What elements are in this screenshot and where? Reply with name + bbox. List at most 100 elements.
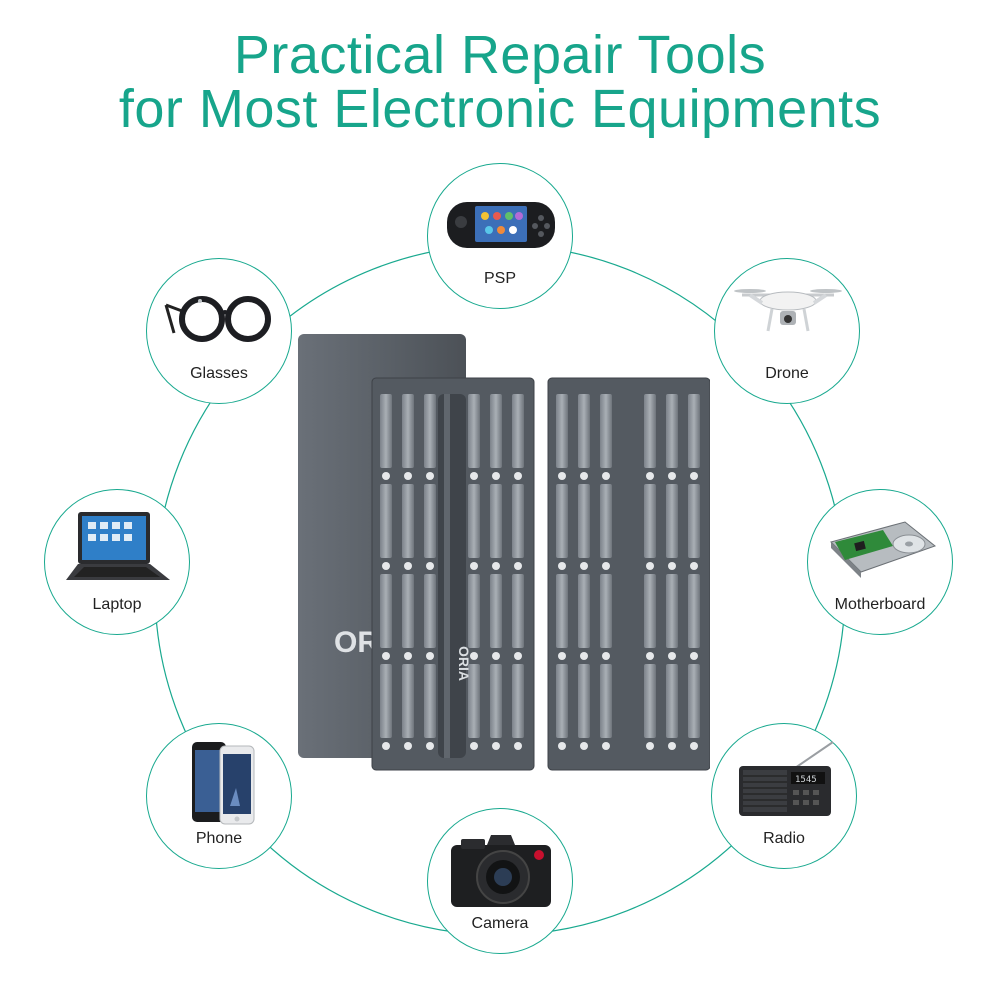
bit-slot-marker — [558, 472, 566, 480]
bit-slot-marker — [514, 742, 522, 750]
device-node-laptop: Laptop — [44, 489, 190, 635]
device-label: Phone — [195, 830, 243, 847]
screwdriver-bit — [556, 574, 568, 648]
bit-slot-marker — [514, 472, 522, 480]
screwdriver-bit — [688, 664, 700, 738]
bit-slot-marker — [580, 742, 588, 750]
bit-slot-marker — [668, 472, 676, 480]
bit-slot-marker — [690, 562, 698, 570]
psp-icon — [447, 202, 555, 248]
bit-slot-marker — [690, 472, 698, 480]
device-label: Laptop — [92, 596, 142, 613]
screwdriver-bit — [402, 664, 414, 738]
screwdriver-bit — [490, 394, 502, 468]
device-node-phone: Phone — [146, 723, 292, 869]
screwdriver-bit — [666, 484, 678, 558]
screwdriver-bit — [490, 664, 502, 738]
screwdriver-bit — [424, 664, 436, 738]
screwdriver-bit — [600, 394, 612, 468]
device-node-drone: Drone — [714, 258, 860, 404]
bit-slot-marker — [382, 472, 390, 480]
screwdriver-bit — [666, 574, 678, 648]
drone-icon — [734, 289, 842, 332]
bit-slot-marker — [404, 742, 412, 750]
screwdriver-bit — [556, 484, 568, 558]
radio-icon: 1545 — [739, 741, 834, 816]
screwdriver-bit — [578, 574, 590, 648]
screwdriver-brand: ORIA — [456, 646, 472, 681]
screwdriver-bit — [666, 664, 678, 738]
hard-drive-icon — [830, 521, 937, 578]
device-label: Glasses — [190, 365, 248, 382]
bit-slot-marker — [690, 652, 698, 660]
bit-slot-marker — [558, 562, 566, 570]
bit-slot-marker — [382, 562, 390, 570]
screwdriver-bit — [556, 664, 568, 738]
bit-slot-marker — [426, 472, 434, 480]
bit-slot-marker — [602, 652, 610, 660]
screwdriver-bit — [402, 574, 414, 648]
screwdriver-handle — [438, 394, 466, 758]
kit-tray-right — [547, 377, 710, 771]
bit-slot-marker — [404, 652, 412, 660]
bit-slot-marker — [690, 742, 698, 750]
bit-slot-marker — [470, 742, 478, 750]
bit-slot-marker — [580, 652, 588, 660]
screwdriver-bit — [468, 394, 480, 468]
device-node-psp: PSP — [427, 163, 573, 309]
screwdriver-bit — [380, 394, 392, 468]
bit-slot-marker — [426, 742, 434, 750]
screwdriver-bit — [578, 394, 590, 468]
screwdriver-bit — [512, 574, 524, 648]
glasses-icon — [164, 296, 271, 342]
screwdriver-bit — [402, 394, 414, 468]
device-label: Drone — [765, 365, 809, 382]
bit-slot-marker — [382, 652, 390, 660]
screwdriver-bit — [512, 664, 524, 738]
screwdriver-bit — [578, 664, 590, 738]
device-node-camera: Camera — [427, 808, 573, 954]
camera-icon — [451, 835, 551, 907]
device-label: Radio — [763, 830, 805, 847]
bit-slot-marker — [602, 562, 610, 570]
screwdriver-bit — [644, 484, 656, 558]
bit-slot-marker — [492, 562, 500, 570]
headline: Practical Repair Tools for Most Electron… — [0, 28, 1000, 136]
bit-slot-marker — [580, 472, 588, 480]
device-node-radio: 1545 Radio — [711, 723, 857, 869]
bit-slot-marker — [426, 652, 434, 660]
screwdriver-bit — [600, 574, 612, 648]
bit-slot-marker — [426, 562, 434, 570]
device-node-glasses: Glasses — [146, 258, 292, 404]
screwdriver-bit — [424, 394, 436, 468]
bit-slot-marker — [470, 652, 478, 660]
bit-slot-marker — [580, 562, 588, 570]
bit-slot-marker — [514, 562, 522, 570]
screwdriver-bit — [512, 484, 524, 558]
bit-slot-marker — [668, 742, 676, 750]
bit-slot-marker — [646, 742, 654, 750]
screwdriver-bit — [666, 394, 678, 468]
bit-rows-right — [556, 394, 700, 750]
bit-slot-marker — [382, 742, 390, 750]
screwdriver-bit — [644, 664, 656, 738]
device-label: Motherboard — [834, 596, 926, 613]
screwdriver-bit — [468, 664, 480, 738]
screwdriver-bit — [380, 664, 392, 738]
screwdriver-bit — [644, 394, 656, 468]
headline-line-1: Practical Repair Tools — [233, 25, 767, 85]
screwdriver-bit — [688, 574, 700, 648]
bit-slot-marker — [404, 472, 412, 480]
screwdriver-bit — [490, 484, 502, 558]
screwdriver-bit — [402, 484, 414, 558]
screwdriver-bit — [468, 484, 480, 558]
screwdriver-bit — [688, 484, 700, 558]
bit-slot-marker — [514, 652, 522, 660]
radio-display: 1545 — [795, 775, 817, 785]
screwdriver-bit — [424, 574, 436, 648]
screwdriver-bit — [512, 394, 524, 468]
bit-slot-marker — [646, 472, 654, 480]
bit-slot-marker — [470, 562, 478, 570]
screwdriver-bit — [556, 394, 568, 468]
screwdriver-bit — [600, 664, 612, 738]
